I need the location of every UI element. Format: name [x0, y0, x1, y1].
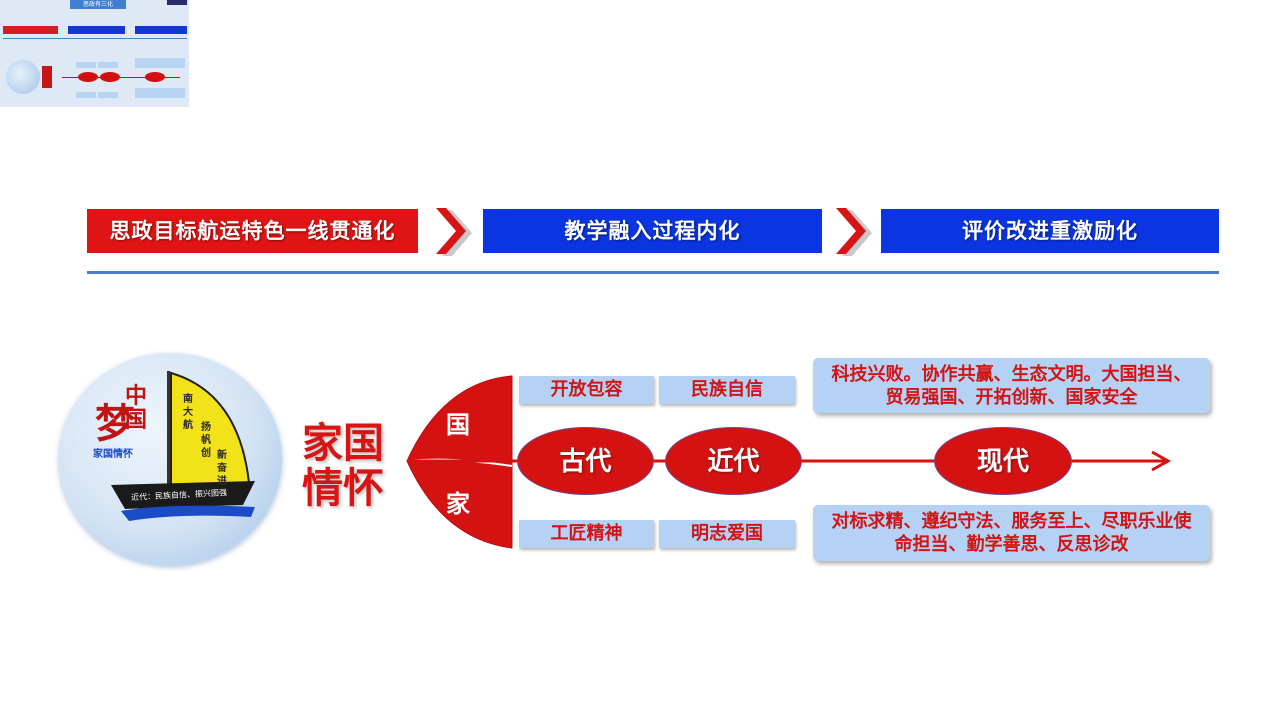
pill-patriotism: 明志爱国 [659, 520, 795, 548]
logo-caption: 家国情怀 [93, 449, 133, 460]
thumbnail-era [78, 72, 98, 82]
thumbnail-pill [76, 92, 96, 98]
sail-char: 扬 [201, 422, 211, 433]
pill-national-confidence: 民族自信 [659, 376, 795, 404]
logo-char-mid: 国 [125, 408, 148, 433]
header-divider [87, 271, 1219, 274]
sail-char: 创 [201, 448, 211, 459]
thumbnail-pill [98, 92, 118, 98]
chevron-right-icon [436, 208, 472, 256]
thumbnail-tag [167, 0, 187, 5]
thumbnail-banner-red [3, 26, 58, 34]
thumbnail-era [145, 72, 165, 82]
pill-openness: 开放包容 [519, 376, 654, 404]
thumbnail-info [135, 58, 185, 68]
sail-char: 奋 [217, 463, 227, 474]
banner-goal: 思政目标航运特色一线贯通化 [87, 209, 418, 253]
sail-char: 新 [217, 450, 227, 461]
thumbnail-title: 思政有三化 [70, 0, 126, 9]
leaf-bottom-label: 家 [446, 490, 470, 518]
leaf-bottom [406, 460, 513, 549]
banner-teaching: 教学融入过程内化 [483, 209, 822, 253]
thumbnail-banner-blue-2 [135, 26, 187, 34]
logo-char-top: 中 [125, 384, 148, 409]
info-box-bottom: 对标求精、遵纪守法、服务至上、尽职乐业使命担当、勤学善思、反思诊改 [813, 505, 1210, 561]
thumbnail-arrow [62, 77, 180, 78]
thumbnail-era [100, 72, 120, 82]
china-dream-logo: 南 大 航 扬 帆 创 新 奋 进 梦 中 国 家国情怀 近代：民族自信、振兴图… [59, 353, 282, 565]
sail-char: 帆 [201, 435, 211, 446]
arrow-right-icon [1151, 450, 1172, 472]
era-modern-early: 近代 [665, 427, 802, 495]
thumbnail-info [135, 88, 185, 98]
thumbnail-divider [3, 38, 187, 39]
logo-dream-char: 梦 [95, 400, 135, 447]
sail-char: 大 [183, 407, 193, 418]
era-ancient: 古代 [517, 427, 654, 495]
chevron-right-icon [836, 208, 872, 256]
thumbnail-banner-blue-1 [68, 26, 125, 34]
leaf-top-label: 国 [446, 411, 470, 439]
sail-char: 进 [217, 476, 227, 487]
sail-char: 航 [183, 420, 193, 431]
thumbnail-logo [6, 60, 40, 94]
thumbnail-title-block [42, 66, 52, 88]
pill-craftsmanship: 工匠精神 [519, 520, 654, 548]
slide-thumbnail[interactable]: 思政有三化 [0, 0, 189, 107]
main-title-line2: 情怀 [302, 464, 384, 512]
era-contemporary: 现代 [934, 427, 1072, 495]
sail-char: 南 [183, 394, 193, 405]
info-box-top: 科技兴败。协作共赢、生态文明。大国担当、贸易强国、开拓创新、国家安全 [813, 358, 1210, 413]
leaf-top [406, 375, 513, 462]
banner-evaluation: 评价改进重激励化 [881, 209, 1219, 253]
main-title-line1: 家国 [302, 419, 384, 467]
thumbnail-pill [98, 62, 118, 68]
main-title: 家国 情怀 [302, 421, 402, 511]
sailboat-icon [111, 371, 255, 521]
thumbnail-pill [76, 62, 96, 68]
